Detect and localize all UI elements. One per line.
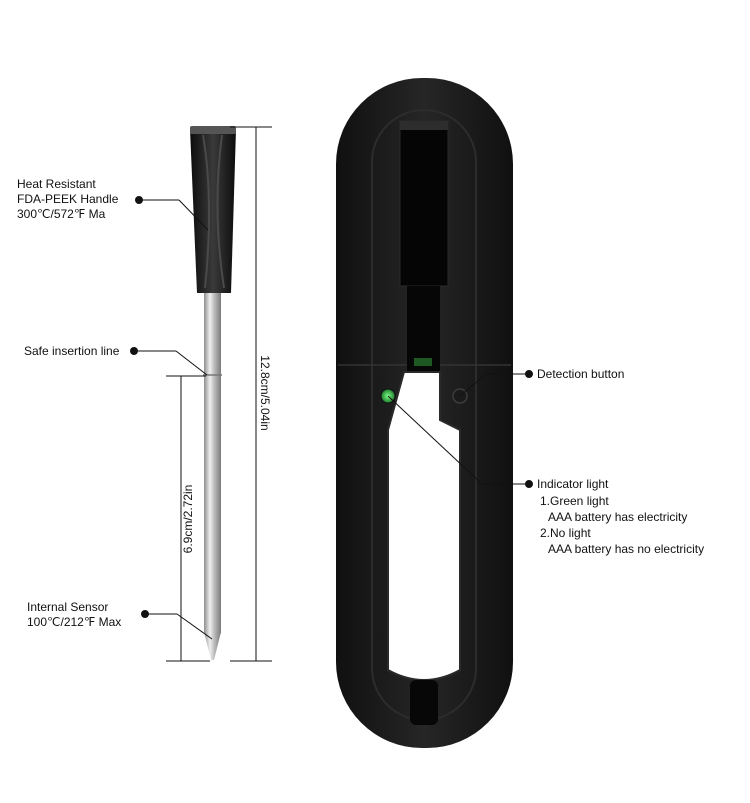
probe-tip bbox=[204, 632, 221, 660]
indicator-state-2: 2.No light bbox=[540, 526, 591, 540]
probe-slot-top bbox=[400, 121, 448, 130]
safe-insertion-label: Safe insertion line bbox=[24, 344, 120, 358]
handle-label-line: Heat Resistant bbox=[17, 177, 96, 191]
insertion-length-label: 6.9cm/2.72in bbox=[181, 484, 195, 554]
detection-button-label: Detection button bbox=[537, 367, 625, 381]
charging-case bbox=[336, 78, 513, 748]
probe-slot bbox=[399, 120, 449, 287]
dimension-lines bbox=[166, 126, 272, 662]
indicator-state-2-desc: AAA battery has no electricity bbox=[548, 542, 705, 556]
probe bbox=[190, 126, 236, 660]
total-length-label: 12.8cm/5.04in bbox=[258, 355, 272, 431]
charging-contact bbox=[414, 358, 432, 366]
indicator-state-1-desc: AAA battery has electricity bbox=[548, 510, 688, 524]
device-callouts bbox=[387, 370, 533, 488]
indicator-light-label: Indicator light bbox=[537, 477, 609, 491]
probe-handle-groove bbox=[202, 134, 211, 289]
case-bottom-notch bbox=[410, 680, 438, 725]
sensor-label: Internal Sensor 100℃/212℉ Max bbox=[27, 600, 121, 630]
probe-shaft bbox=[204, 293, 221, 633]
probe-callouts bbox=[130, 196, 213, 640]
case-cutout bbox=[387, 371, 461, 681]
handle-label-line: FDA-PEEK Handle bbox=[17, 192, 119, 206]
sensor-label-line: 100℃/212℉ Max bbox=[27, 615, 122, 629]
probe-handle-cap bbox=[190, 126, 236, 134]
sensor-label-line: Internal Sensor bbox=[27, 600, 109, 614]
handle-label-line: 300℃/572℉ Ma bbox=[17, 207, 106, 221]
probe-slot-channel bbox=[407, 286, 440, 371]
probe-handle bbox=[190, 129, 236, 293]
handle-label: Heat Resistant FDA-PEEK Handle 300℃/572℉… bbox=[17, 177, 118, 222]
probe-handle-groove bbox=[216, 134, 225, 289]
indicator-state-1: 1.Green light bbox=[540, 494, 609, 508]
